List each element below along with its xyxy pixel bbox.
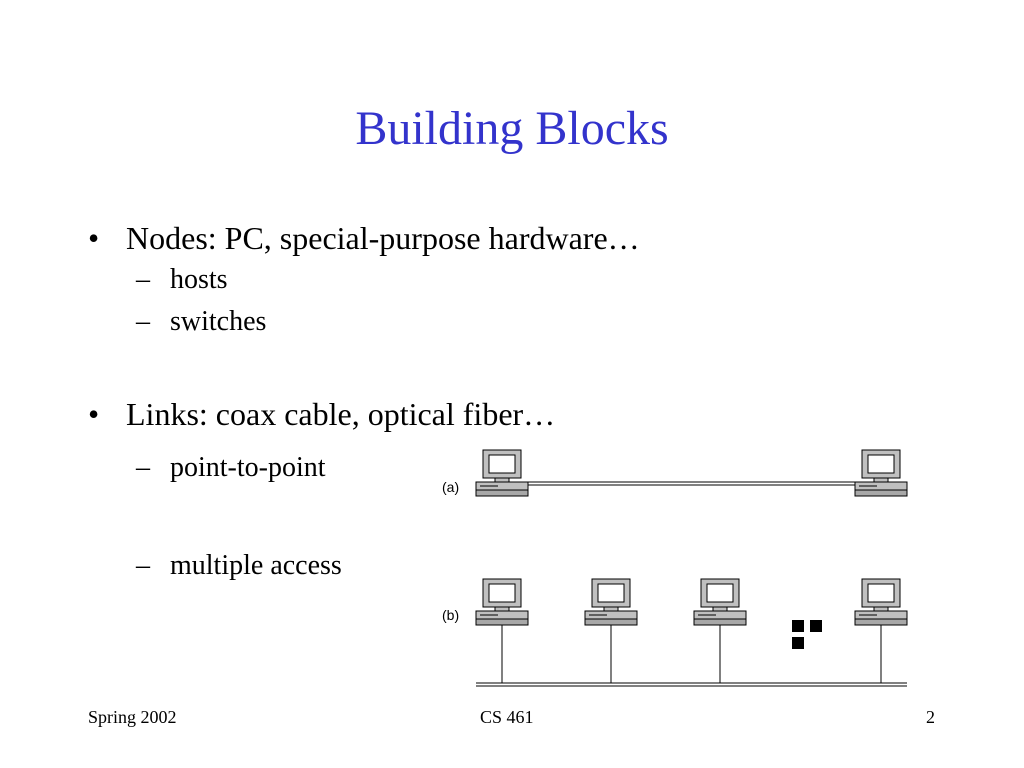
bullet-glyph: • [88, 396, 100, 432]
bullet-glyph: • [88, 220, 100, 256]
diagram-label-a: (a) [442, 479, 459, 495]
footer-center: CS 461 [480, 707, 534, 727]
bullet-links: • Links: coax cable, optical fiber… [88, 398, 555, 430]
footer-page-number: 2 [926, 707, 935, 727]
subitem-text: hosts [170, 264, 228, 295]
bullet-nodes: • Nodes: PC, special-purpose hardware… [88, 222, 640, 254]
computer-icon [854, 578, 908, 626]
subitem-text: multiple access [170, 550, 342, 581]
computer-icon [475, 449, 529, 497]
computer-icon [584, 578, 638, 626]
bullet-text: Links: coax cable, optical fiber… [126, 396, 556, 432]
subitem-text: switches [170, 306, 267, 337]
subitem-glyph: – [136, 264, 150, 295]
subitem-switches: –switches [136, 308, 266, 336]
subitem-point-to-point: –point-to-point [136, 454, 326, 482]
subitem-hosts: –hosts [136, 266, 228, 294]
computer-icon [693, 578, 747, 626]
subitem-multiple-access: –multiple access [136, 552, 342, 580]
subitem-text: point-to-point [170, 452, 326, 483]
subitem-glyph: – [136, 550, 150, 581]
subitem-glyph: – [136, 306, 150, 337]
computer-icon [475, 578, 529, 626]
diagram-label-b: (b) [442, 607, 459, 623]
bullet-text: Nodes: PC, special-purpose hardware… [126, 220, 640, 256]
subitem-glyph: – [136, 452, 150, 483]
switch-squares-icon [792, 620, 822, 649]
computer-icon [854, 449, 908, 497]
footer-left: Spring 2002 [88, 707, 177, 727]
slide-title: Building Blocks [355, 102, 669, 155]
